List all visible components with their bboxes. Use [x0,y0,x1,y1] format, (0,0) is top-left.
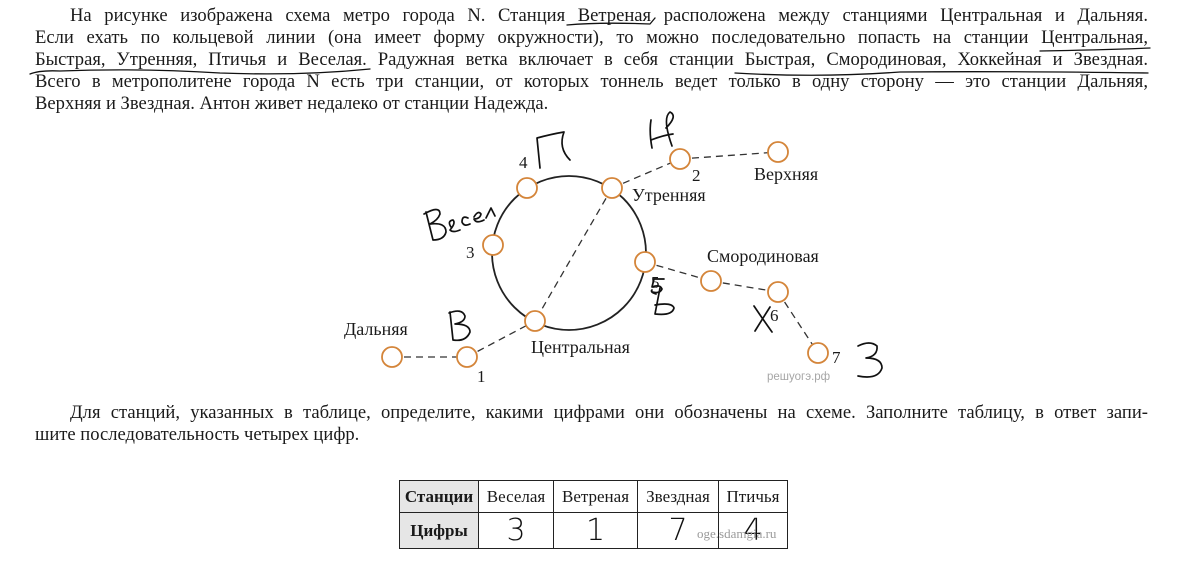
number-4: 4 [519,153,528,172]
cell-station-veselaya: Веселая [478,480,554,513]
watermark-sdamgia: oge.sdamgia.ru [697,526,777,541]
station-3 [482,234,504,256]
note-kh-icon [753,305,773,333]
cell-digit-veselaya[interactable]: 3 [478,512,554,549]
station-verkhnyaya [767,141,789,163]
station-1 [456,346,478,368]
number-2: 2 [692,166,701,185]
number-5: 5 [651,273,660,292]
station-4 [516,177,538,199]
cell-station-vetrenaya: Ветреная [553,480,638,513]
watermark-reshuoge: решуогэ.рф [767,371,830,383]
handwritten-notes [423,111,883,378]
instruction-line-2: шите последовательность четырех цифр. [35,424,360,445]
note-vesel-icon [423,208,447,241]
instruction-line-1: Для станций, указанных в таблице, опреде… [70,402,1148,423]
label-verkhnyaya: Верхняя [754,164,818,184]
digit-veselaya: 3 [506,513,526,548]
statement-line-1: На рисунке изображена схема метро города… [70,5,1148,26]
label-dalnyaya: Дальняя [344,319,408,339]
label-smorodinovaya: Смородиновая [707,246,819,266]
digit-zvezdnaya: 7 [668,513,688,548]
cell-station-ptichya: Птичья [718,480,788,513]
problem-statement: На рисунке изображена схема метро города… [35,5,1148,115]
station-centralnaya [524,310,546,332]
ring-line [491,175,647,331]
task-instruction: Для станций, указанных в таблице, опреде… [35,402,1148,446]
note-n-icon [649,111,675,149]
number-1: 1 [477,367,486,386]
statement-line-3: Быстрая, Утренняя, Птичья и Веселая. Рад… [35,49,1148,70]
statement-line-4: Всего в метрополитене города N есть три … [35,71,1148,92]
station-6 [767,281,789,303]
number-6: 6 [770,306,779,325]
cell-digit-ptichya[interactable]: 4 [718,512,788,549]
number-7: 7 [832,348,841,367]
row-header-stations: Станции [399,480,479,513]
digit-vetrenaya: 1 [585,513,606,548]
cell-digit-vetrenaya[interactable]: 1 [553,512,638,549]
answer-table: Станции Веселая Ветреная Звездная Птичья… [399,480,788,549]
station-7 [807,342,829,364]
note-p-icon [536,131,571,169]
station-utrennyaya [601,177,623,199]
dashed-tunnels [392,151,819,358]
note-v-icon [448,310,471,342]
cell-station-zvezdnaya: Звездная [637,480,719,513]
digit-ptichya: 4 [743,513,763,548]
station-dalnyaya [381,346,403,368]
table-row-stations: Станции Веселая Ветреная Звездная Птичья [399,480,788,513]
statement-line-2: Если ехать по кольцевой линии (она имеет… [35,27,1148,48]
label-centralnaya: Центральная [531,337,630,357]
label-utrennyaya: Утренняя [632,185,706,205]
station-smorodinovaya [700,270,722,292]
number-3: 3 [466,243,475,262]
table-row-digits: Цифры 3 1 7 4 [399,512,788,549]
station-2 [669,148,691,170]
note-z-icon [857,342,883,378]
statement-line-5: Верхняя и Звездная. Антон живет недалеко… [35,93,549,114]
cell-digit-zvezdnaya[interactable]: 7 [637,512,719,549]
handwritten-underlines [29,17,1151,76]
row-header-digits: Цифры [399,512,479,549]
station-5 [634,251,656,273]
